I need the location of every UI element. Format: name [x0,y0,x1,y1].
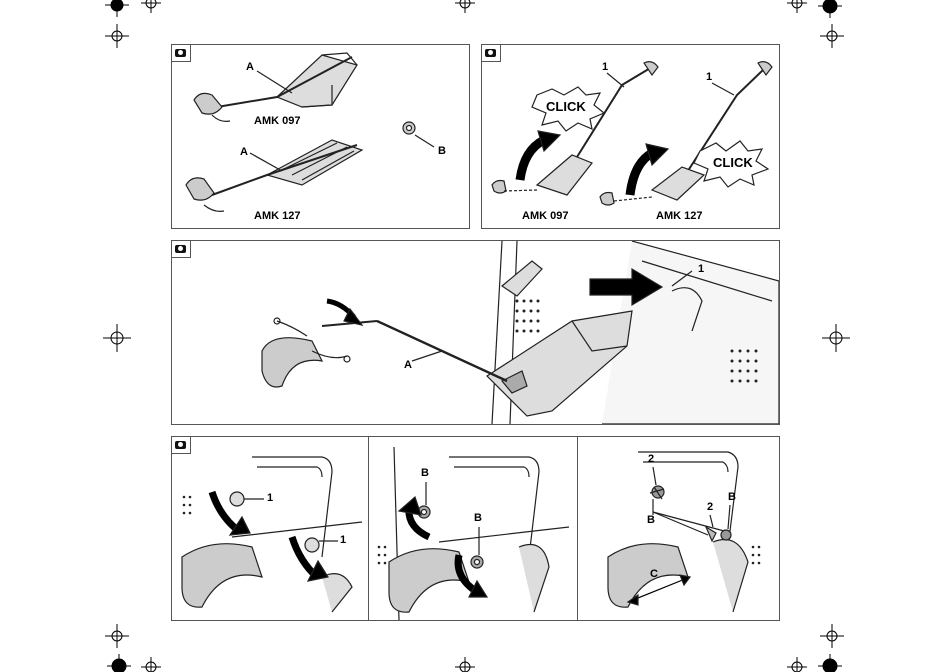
click-label-left: CLICK [546,99,586,114]
label-a-top: A [246,61,254,73]
camera-icon [172,437,191,454]
label-2-mid: 2 [707,501,713,513]
label-1-bottom: 1 [340,534,346,546]
label-b-left: B [647,514,655,526]
label-1-right: 1 [706,71,712,83]
label-b: B [438,145,446,157]
label-b-bottom: B [474,512,482,524]
label-c: C [650,568,658,580]
model-label-amk127: AMK 127 [254,210,300,222]
model-label-amk127: AMK 127 [656,210,702,222]
model-label-amk097: AMK 097 [522,210,568,222]
camera-icon [172,45,191,62]
camera-icon [172,241,191,258]
label-1-top: 1 [267,492,273,504]
label-a: A [404,359,412,371]
model-label-amk097: AMK 097 [254,115,300,127]
label-1-left: 1 [602,61,608,73]
label-1: 1 [698,263,704,275]
camera-icon [482,45,501,62]
label-b-top: B [421,467,429,479]
label-a-bottom: A [240,146,248,158]
label-2-left: 2 [648,453,654,465]
click-label-right: CLICK [713,155,753,170]
label-b-right: B [728,491,736,503]
